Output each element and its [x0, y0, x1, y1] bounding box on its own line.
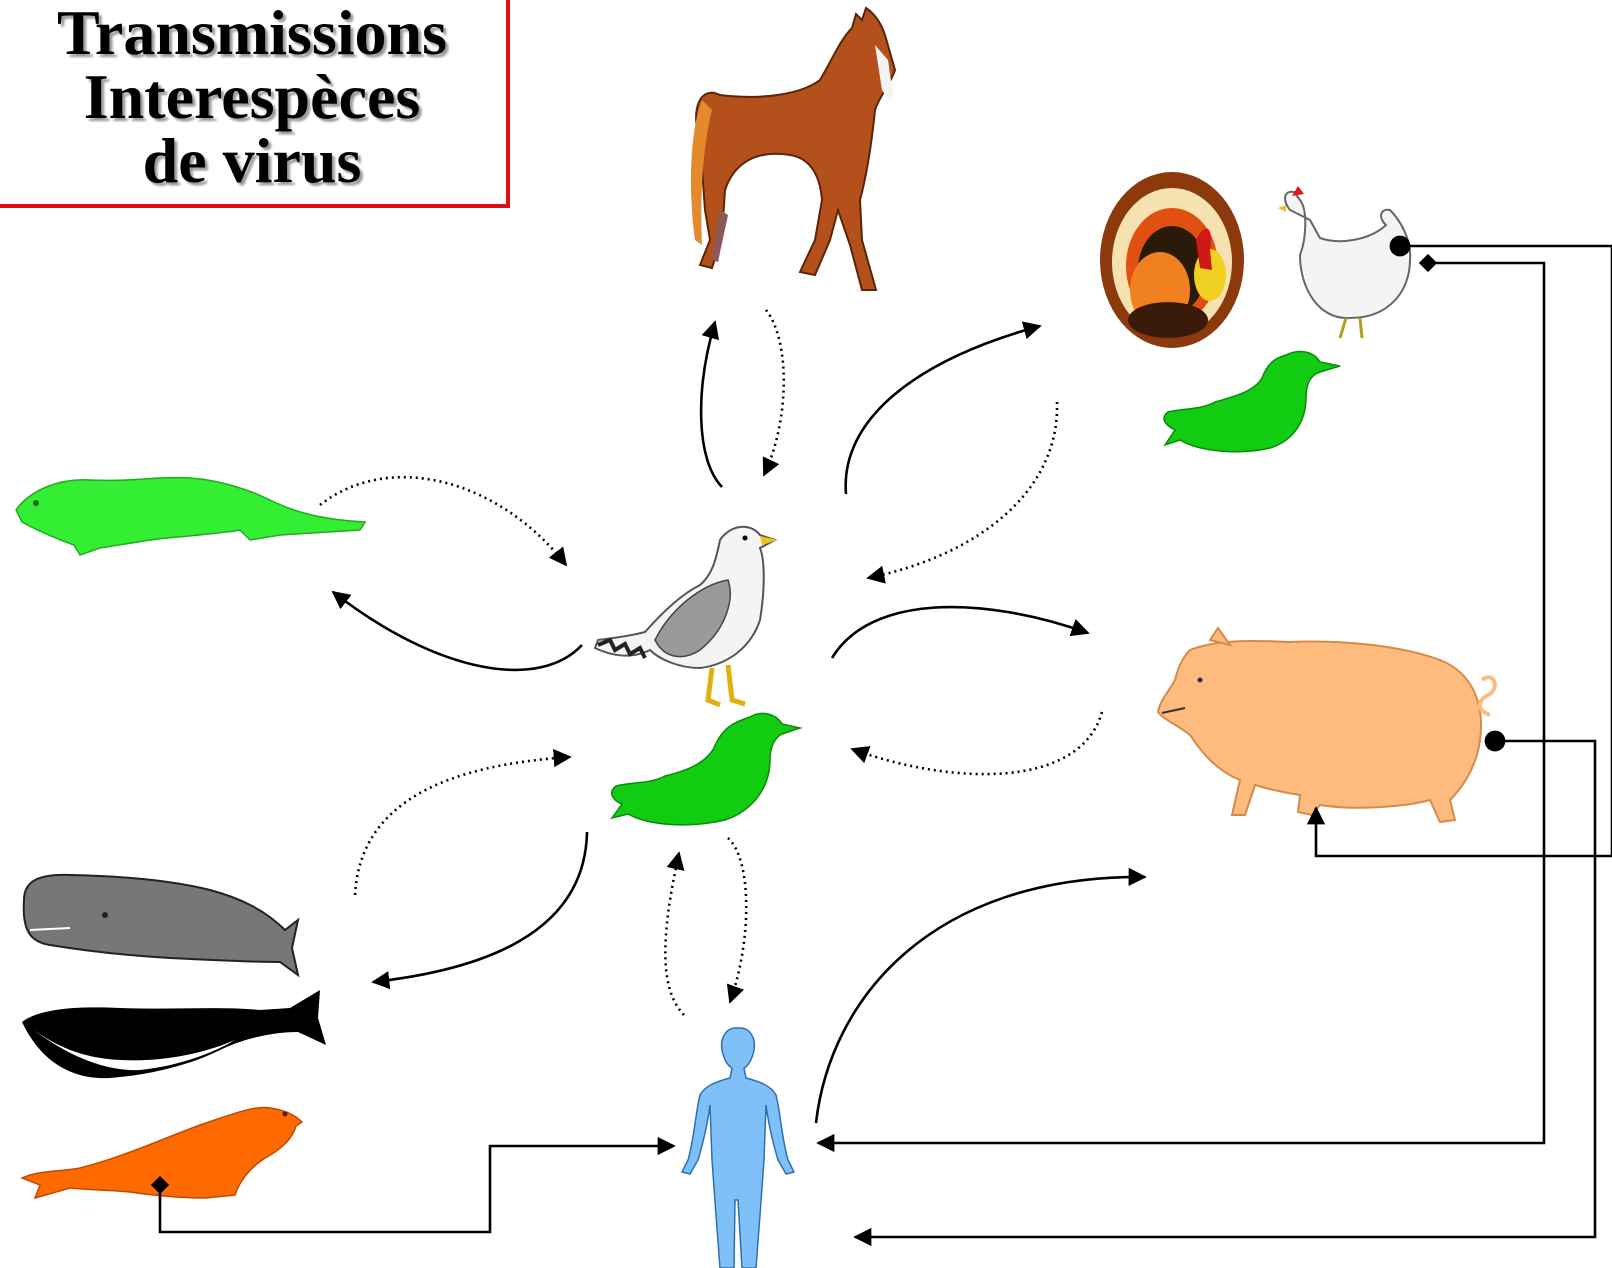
- arrow-horse-to-gull: [762, 309, 786, 477]
- whale-icon: [22, 990, 326, 1079]
- gull-icon: [593, 525, 778, 708]
- arrow-pig-to-duck: [850, 711, 1104, 776]
- arrow-duck-to-human: [726, 837, 748, 1004]
- seal-icon: [20, 1106, 304, 1200]
- pig-icon: [1156, 626, 1497, 824]
- duck-icon: [610, 712, 803, 826]
- title-box: Transmissions Interespèces de virus: [0, 0, 510, 208]
- arrow-human-to-duck: [664, 851, 685, 1016]
- chicken-icon: [1278, 186, 1412, 339]
- turkey-icon: [1100, 172, 1244, 348]
- ferret-icon: [15, 476, 367, 556]
- arrow-gull-to-pig: [830, 605, 1090, 659]
- arrow-human-to-pig: [814, 867, 1147, 1124]
- title-line-2: Interespèces: [83, 61, 421, 132]
- arrow-gull-to-poultry: [844, 321, 1042, 495]
- title-line-1: Transmissions: [56, 0, 448, 68]
- arrow-duck-to-marine: [371, 831, 589, 990]
- title-line-3: de virus: [142, 125, 362, 196]
- arrow-gull-to-ferret: [331, 590, 583, 672]
- arrow-seal-to-human: [150, 1136, 676, 1234]
- horse-icon: [690, 6, 897, 291]
- sperm-whale-icon: [22, 873, 300, 978]
- duck-icon: [1163, 350, 1341, 453]
- human-icon: [680, 1027, 796, 1268]
- arrow-poultry-to-gull: [866, 401, 1059, 584]
- arrow-marine-to-duck: [353, 749, 572, 896]
- arrow-gull-to-horse: [699, 320, 723, 488]
- arrow-pig-to-human: [853, 730, 1597, 1247]
